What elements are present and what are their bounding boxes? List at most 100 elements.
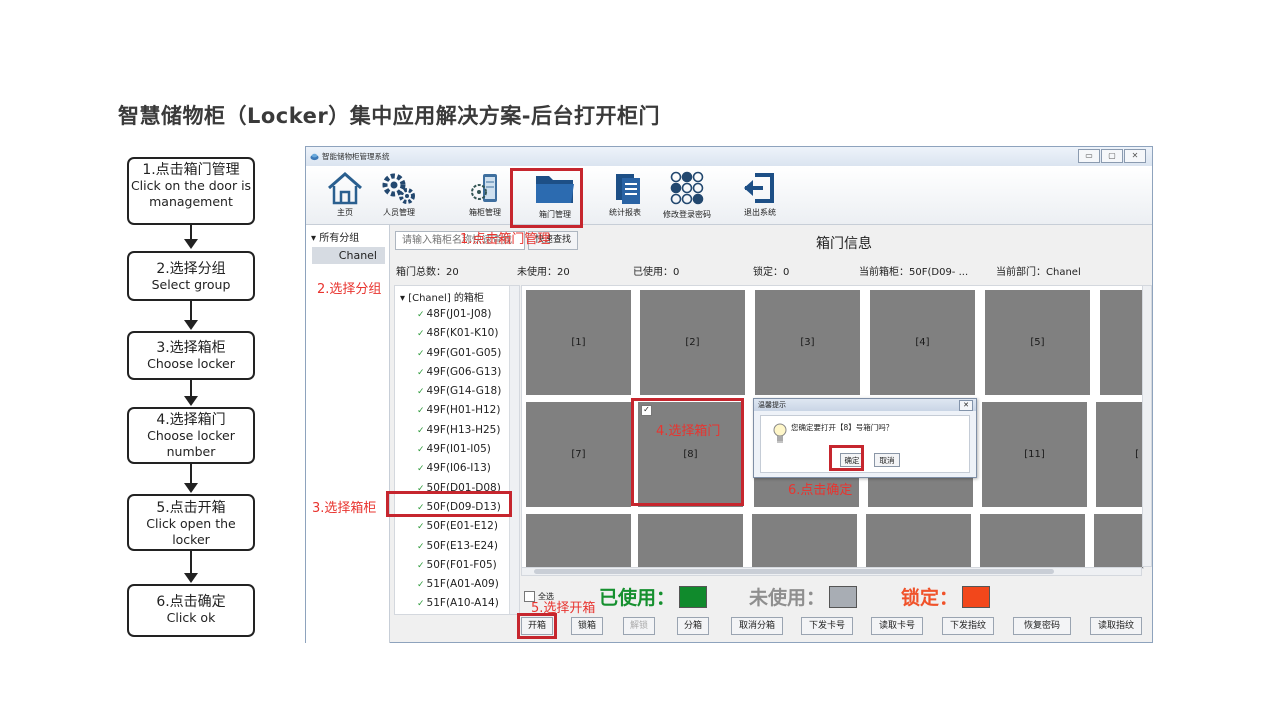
tree-item[interactable]: ✓49F(H01-H12) [395, 401, 519, 420]
issue-card-button[interactable]: 下发卡号 [801, 617, 853, 635]
title-bar: 智能储物柜管理系统 ▭ ▢ ✕ [306, 147, 1152, 166]
cabinet-icon [471, 174, 497, 202]
report-icon [616, 174, 640, 204]
door-cell-5[interactable]: [5] [985, 290, 1090, 395]
select-all[interactable]: 全选 [524, 591, 554, 602]
annotation-step-4: 4.选择箱门 [656, 424, 721, 439]
tree-item[interactable]: ✓48F(K01-K10) [395, 324, 519, 343]
dialog-ok-button[interactable]: 确定 [840, 453, 864, 467]
tree-item[interactable]: ✓50F(D09-D13) [395, 498, 519, 517]
door-cell-18[interactable] [1094, 514, 1143, 568]
close-button[interactable]: ✕ [1124, 149, 1146, 163]
tree-item[interactable]: ✓50F(E13-E24) [395, 537, 519, 556]
door-cell-1[interactable]: [1] [526, 290, 631, 395]
assign-locker-button[interactable]: 分箱 [677, 617, 709, 635]
toolbar-cabinet-button[interactable]: 箱柜管理 [454, 168, 516, 223]
toolbar-staff-button[interactable]: 人员管理 [368, 168, 430, 223]
annotation-step-1: 1.点击箱门管理 [460, 232, 551, 247]
tree-root-label: [Chanel] 的箱柜 [408, 293, 484, 304]
tree-item[interactable]: ✓49F(I01-I05) [395, 440, 519, 459]
tree-item[interactable]: ✓50F(D01-D08) [395, 479, 519, 498]
flow-step-4-en: Choose locker number [147, 428, 235, 459]
flow-step-2: 2.选择分组 Select group [127, 251, 255, 301]
group-header[interactable]: ▾ 所有分组 [311, 233, 360, 244]
group-header-label: 所有分组 [319, 233, 360, 244]
tree-item-label: 48F(K01-K10) [426, 327, 499, 340]
tree-item[interactable]: ✓50F(E01-E12) [395, 517, 519, 536]
search-row: 快速查找 [395, 230, 579, 251]
door-cell-16[interactable] [866, 514, 971, 568]
door-cell-3[interactable]: [3] [755, 290, 860, 395]
door-cell-14[interactable] [638, 514, 743, 568]
door-cell-13[interactable] [526, 514, 631, 568]
toolbar: 主页 人员管理 箱柜管理 箱门管理 统计报表 修改登录 [306, 166, 1152, 225]
cabinet-search-input[interactable] [395, 231, 525, 250]
door-label: [11] [1024, 449, 1045, 460]
tree-item[interactable]: ✓48F(J01-J08) [395, 305, 519, 324]
maximize-button[interactable]: ▢ [1101, 149, 1123, 163]
toolbar-door-button[interactable]: 箱门管理 [524, 168, 586, 223]
tree-item[interactable]: ✓49F(H13-H25) [395, 421, 519, 440]
legend-locked: 锁定： [901, 583, 991, 610]
door-cell-8[interactable]: ✓ [8] [638, 402, 743, 507]
door-cell-17[interactable] [980, 514, 1085, 568]
tree-item[interactable]: ✓49F(I06-I13) [395, 459, 519, 478]
toolbar-password-label: 修改登录密码 [663, 210, 711, 219]
group-item-chanel[interactable]: Chanel [312, 247, 385, 264]
grid-horizontal-scrollbar[interactable] [521, 567, 1142, 576]
flow-step-6-zh: 6.点击确定 [156, 594, 226, 610]
door-cell-2[interactable]: [2] [640, 290, 745, 395]
open-locker-button[interactable]: 开箱 [521, 617, 553, 635]
flow-step-5: 5.点击开箱 Click open the locker [127, 494, 255, 551]
dialog-body: 您确定要打开【8】号箱门吗？ 确定 取消 [760, 415, 970, 473]
toolbar-home-button[interactable]: 主页 [314, 168, 376, 223]
dialog-cancel-button[interactable]: 取消 [874, 453, 900, 467]
tree-root[interactable]: ▾ [Chanel] 的箱柜 [400, 293, 484, 304]
checkmark-icon: ✓ [417, 580, 425, 591]
door-cell-7[interactable]: [7] [526, 402, 631, 507]
minimize-button[interactable]: ▭ [1078, 149, 1100, 163]
cancel-assign-button[interactable]: 取消分箱 [731, 617, 783, 635]
tree-item[interactable]: ✓51F(A10-A14) [395, 594, 519, 613]
door-cell-15[interactable] [752, 514, 857, 568]
dialog-close-button[interactable]: ✕ [959, 400, 973, 411]
read-fingerprint-button[interactable]: 读取指纹 [1090, 617, 1142, 635]
flow-step-2-en: Select group [151, 277, 231, 292]
quick-search-button[interactable]: 快速查找 [528, 231, 579, 250]
gears-icon [382, 173, 415, 204]
door-cell-6[interactable] [1100, 290, 1143, 395]
door-cell-11[interactable]: [11] [982, 402, 1087, 507]
lock-locker-button[interactable]: 锁箱 [571, 617, 603, 635]
annotation-step-5: 5.选择开箱 [531, 601, 596, 616]
grid-vertical-scrollbar[interactable] [1142, 285, 1152, 567]
tree-item-label: 49F(H13-H25) [426, 423, 501, 436]
toolbar-password-button[interactable]: 修改登录密码 [656, 168, 718, 223]
door-8-checkbox[interactable]: ✓ [641, 405, 652, 416]
tree-item[interactable]: ✓49F(G06-G13) [395, 363, 519, 382]
checkmark-icon: ✓ [417, 348, 425, 359]
select-all-label: 全选 [538, 592, 554, 601]
read-card-button[interactable]: 读取卡号 [871, 617, 923, 635]
window-title: 智能储物柜管理系统 [322, 152, 390, 161]
checkmark-icon: ✓ [417, 464, 425, 475]
tree-item[interactable]: ✓49F(G14-G18) [395, 382, 519, 401]
flow-step-6: 6.点击确定 Click ok [127, 584, 255, 637]
door-label: [5] [1030, 337, 1045, 348]
issue-fingerprint-button[interactable]: 下发指纹 [942, 617, 994, 635]
tree-item[interactable]: ✓50F(F01-F05) [395, 556, 519, 575]
door-cell-12[interactable]: [ [1096, 402, 1143, 507]
grid-scroll-thumb[interactable] [534, 569, 1054, 574]
toolbar-exit-button[interactable]: 退出系统 [729, 168, 791, 223]
select-all-checkbox[interactable] [524, 591, 535, 602]
flow-step-3-en: Choose locker [147, 356, 235, 371]
tree-item[interactable]: ✓51F(A01-A09) [395, 575, 519, 594]
door-cell-4[interactable]: [4] [870, 290, 975, 395]
flow-arrow-down-icon [183, 551, 199, 584]
tree-item[interactable]: ✓49F(G01-G05) [395, 344, 519, 363]
unlock-locker-button[interactable]: 解锁 [623, 617, 655, 635]
reset-password-button[interactable]: 恢复密码 [1013, 617, 1071, 635]
toolbar-exit-label: 退出系统 [744, 208, 776, 217]
toolbar-report-button[interactable]: 统计报表 [594, 168, 656, 223]
tree-item-label: 50F(D09-D13) [426, 500, 501, 513]
tree-scrollbar[interactable] [509, 286, 519, 614]
